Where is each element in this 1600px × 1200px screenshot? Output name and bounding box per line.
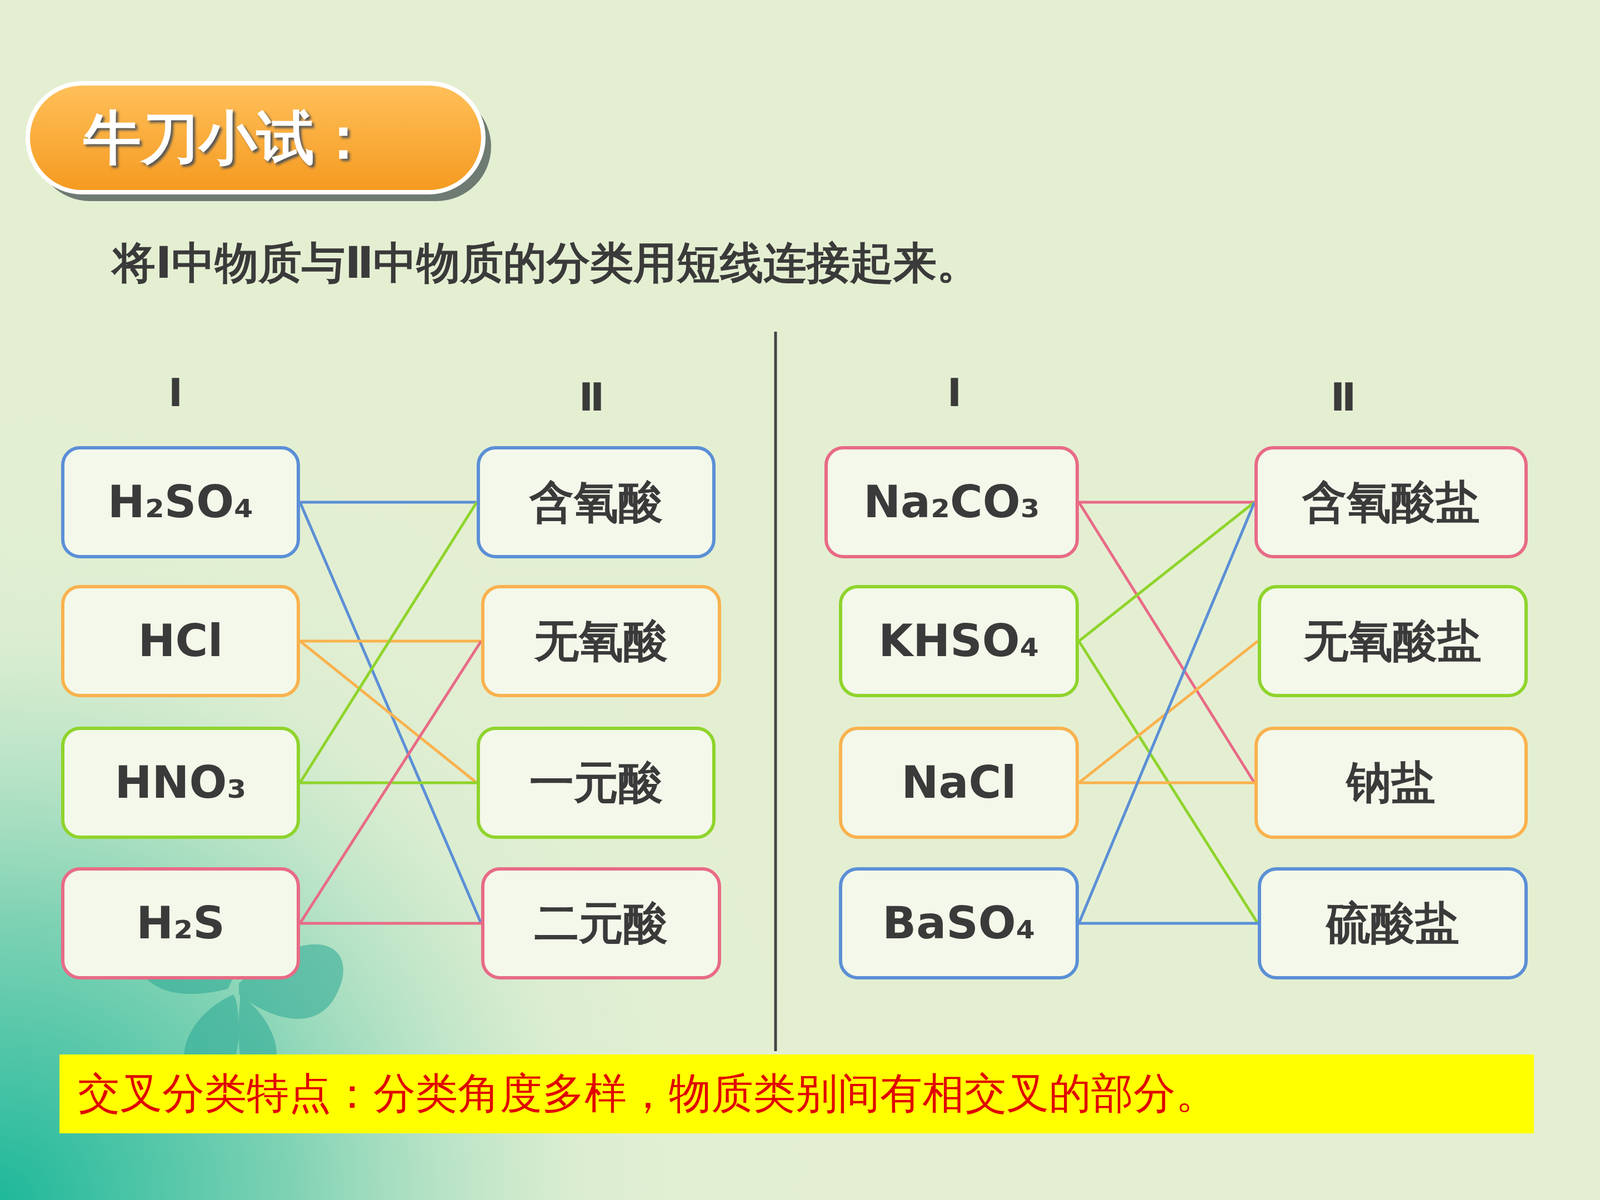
node-text: 无氧酸盐 [1303,616,1482,666]
node-text: KHSO₄ [878,616,1040,666]
connector [300,641,477,783]
category-box: 一元酸 [476,726,716,839]
substance-box: HNO₃ [61,726,300,839]
substance-box: Na₂CO₃ [824,446,1079,559]
column-header: Ⅱ [1330,374,1357,420]
column-header: Ⅱ [578,374,605,420]
substance-box: BaSO₄ [838,867,1079,980]
caption-band [59,1054,1534,1134]
connector [1078,922,1258,925]
node-text: HCl [137,616,223,666]
node-text: HNO₃ [115,758,247,808]
connector [1078,781,1255,785]
node-text: 硫酸盐 [1326,898,1460,948]
node-text: 钠盐 [1346,758,1436,808]
connector [1078,641,1258,924]
title-pill [27,83,492,202]
connector [300,501,477,504]
category-box: 钠盐 [1254,726,1528,839]
category-box: 二元酸 [481,867,722,980]
divider [774,331,778,1052]
category-box: 无氧酸盐 [1257,585,1528,698]
substance-box: HCl [61,585,300,698]
node-text: BaSO₄ [882,898,1036,948]
connector [1078,502,1255,783]
connector [300,641,482,924]
node-text: H₂S [136,898,225,948]
slide-title: 牛刀小试： [83,100,373,178]
connector [1078,501,1255,504]
caption: 交叉分类特点：分类角度多样，物质类别间有相交叉的部分。 [77,1065,1218,1123]
connector [1078,502,1255,642]
category-box: 硫酸盐 [1257,867,1528,980]
connector [300,922,482,925]
substance-box: NaCl [838,726,1079,839]
node-text: 含氧酸 [529,477,663,527]
connector [300,502,477,783]
column-header: Ⅰ [947,370,962,416]
node-text: H₂SO₄ [107,477,254,527]
category-box: 含氧酸盐 [1254,446,1528,559]
connector [1078,502,1255,924]
category-box: 无氧酸 [481,585,722,698]
connector [300,502,482,924]
node-text: Na₂CO₃ [863,477,1040,527]
node-text: 二元酸 [534,898,668,948]
category-box: 含氧酸 [476,446,716,559]
node-text: 无氧酸 [534,616,668,666]
node-text: 一元酸 [529,758,663,808]
node-text: 含氧酸盐 [1302,477,1480,527]
substance-box: H₂SO₄ [61,446,300,559]
instruction-text: 将Ⅰ中物质与Ⅱ中物质的分类用短线连接起来。 [112,234,980,293]
substance-box: KHSO₄ [838,585,1079,698]
substance-box: H₂S [61,867,300,980]
column-header: Ⅰ [168,370,183,416]
node-text: NaCl [901,758,1017,808]
